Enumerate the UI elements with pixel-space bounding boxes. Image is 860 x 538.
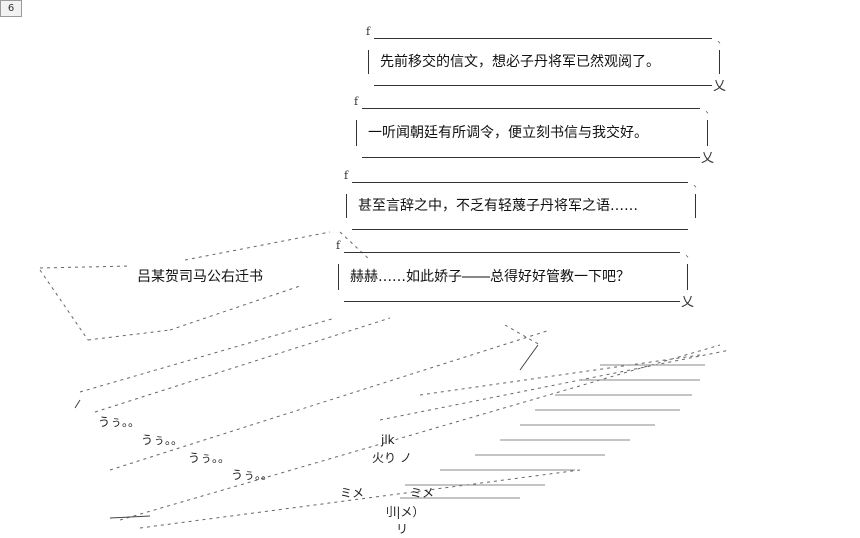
art-fragment: 火り ノ <box>372 451 412 465</box>
bubble-border <box>338 264 339 290</box>
bubble-ornament: f <box>366 25 371 38</box>
art-fragment: jlk <box>381 433 395 447</box>
sound-effect: うぅ。。 <box>141 433 184 447</box>
bubble-border <box>368 50 369 74</box>
sound-effect: うぅ。。 <box>98 415 141 429</box>
art-fragment: ミメ <box>340 486 365 500</box>
bubble-border <box>707 120 708 146</box>
bubble-border <box>374 85 712 86</box>
art-fragment: ミメ <box>410 486 435 500</box>
bubble-tail: 乂 <box>700 151 714 166</box>
bubble-tail: 乂 <box>680 295 694 310</box>
speech-text: 赫赫……如此娇子――总得好好管教一下吧？ <box>350 269 630 285</box>
bubble-ornament: ､ <box>717 36 722 46</box>
bubble-border <box>344 301 680 302</box>
bubble-ornament: ､ <box>693 180 698 190</box>
bubble-ornament: f <box>336 239 341 252</box>
bubble-ornament: ､ <box>705 106 710 116</box>
sound-effect: うぅ。。 <box>231 468 274 482</box>
bubble-border <box>374 38 712 39</box>
bubble-border <box>687 264 688 290</box>
speech-text: 甚至言辞之中，不乏有轻蔑子丹将军之语…… <box>358 198 638 214</box>
speech-bubble-4: f ､ 乂 赫赫……如此娇子――总得好好管教一下吧？ <box>336 240 694 310</box>
page-number: 6 <box>0 0 22 17</box>
speech-text: 先前移交的信文，想必子丹将军已然观阅了。 <box>380 54 660 70</box>
bubble-ornament: f <box>354 95 359 108</box>
bubble-border <box>362 108 700 109</box>
speech-text: 一听闻朝廷有所调令，便立刻书信与我交好。 <box>368 125 648 141</box>
speech-bubble-3: f ､ 甚至言辞之中，不乏有轻蔑子丹将军之语…… <box>344 170 698 230</box>
sound-effect: うぅ。。 <box>188 451 231 465</box>
bubble-ornament: f <box>344 169 349 182</box>
bubble-border <box>352 182 688 183</box>
bubble-border <box>356 120 357 146</box>
speech-bubble-2: f ､ 乂 一听闻朝廷有所调令，便立刻书信与我交好。 <box>354 96 714 166</box>
bubble-border <box>352 229 688 230</box>
bubble-border <box>695 194 696 218</box>
letter-title: 吕某贺司马公右迁书 <box>137 269 263 285</box>
art-fragment: 刂l|メ） <box>381 505 425 519</box>
speech-bubble-1: f ､ 乂 先前移交的信文，想必子丹将军已然观阅了。 <box>366 26 726 94</box>
art-fragment: リ <box>396 522 409 536</box>
bubble-tail: 乂 <box>712 79 726 94</box>
bubble-ornament: ､ <box>685 250 690 260</box>
bubble-border <box>346 194 347 218</box>
bubble-border <box>362 157 700 158</box>
bubble-border <box>344 252 680 253</box>
bubble-border <box>719 50 720 74</box>
